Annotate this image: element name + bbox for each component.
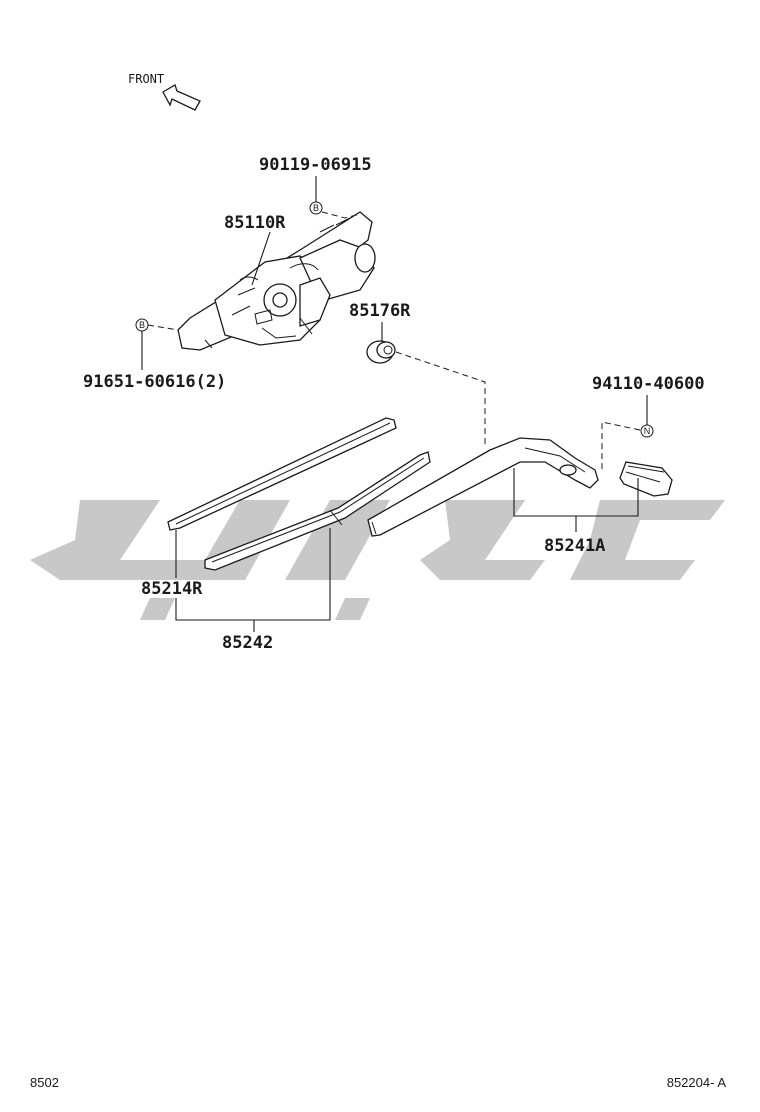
blade-assembly	[204, 451, 431, 571]
arm-cover	[619, 461, 673, 497]
label-motor: 85110R	[224, 213, 286, 233]
footer-page-code: 8502	[30, 1075, 59, 1090]
part-labels: 90119-06915 85110R 85176R 91651-60616(2)…	[83, 155, 705, 653]
label-screw: 91651-60616(2)	[83, 372, 226, 392]
wiper-arm	[367, 437, 599, 537]
wiper-motor	[177, 211, 376, 351]
label-blade-assembly: 85242	[222, 633, 273, 653]
blade-rubber	[167, 417, 397, 531]
marker-nut: N	[640, 424, 654, 438]
motor-cap	[366, 340, 396, 364]
front-label: FRONT	[128, 72, 164, 86]
marker-screw: B	[135, 318, 149, 332]
footer-figure-code: 852204- A	[666, 1075, 726, 1090]
front-arrow-icon	[162, 84, 201, 111]
marker-bolt-letter: B	[313, 203, 319, 213]
label-nut: 94110-40600	[592, 374, 705, 394]
assembly-lines	[147, 211, 641, 470]
marker-bolt: B	[309, 201, 323, 215]
label-bolt: 90119-06915	[259, 155, 372, 175]
marker-screw-letter: B	[139, 320, 145, 330]
label-arm: 85241A	[544, 536, 605, 556]
marker-nut-letter: N	[644, 426, 651, 436]
label-blade-rubber: 85214R	[141, 579, 203, 599]
label-cap: 85176R	[349, 301, 411, 321]
leader-lines	[141, 176, 648, 632]
front-arrow: FRONT	[128, 72, 201, 111]
